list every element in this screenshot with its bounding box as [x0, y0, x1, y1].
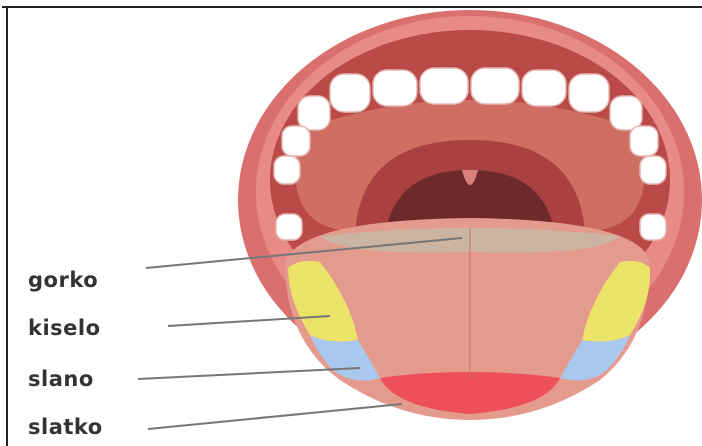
label-sweet: slatko [28, 415, 103, 439]
tooth [274, 156, 300, 184]
label-bitter: gorko [28, 268, 98, 292]
leader-line-sweet [148, 404, 402, 429]
tooth [282, 126, 310, 156]
tooth [276, 214, 302, 240]
tooth [640, 156, 666, 184]
tooth [630, 126, 658, 156]
tooth [569, 74, 609, 112]
tooth [298, 96, 330, 130]
leader-line-salty [138, 368, 360, 379]
label-sour: kiselo [28, 316, 101, 340]
tooth [420, 68, 468, 104]
tooth [610, 96, 642, 130]
tooth [471, 68, 519, 104]
tooth [522, 70, 566, 106]
tooth [373, 70, 417, 106]
tooth [330, 74, 370, 112]
label-salty: slano [28, 367, 94, 391]
tooth [640, 214, 666, 240]
